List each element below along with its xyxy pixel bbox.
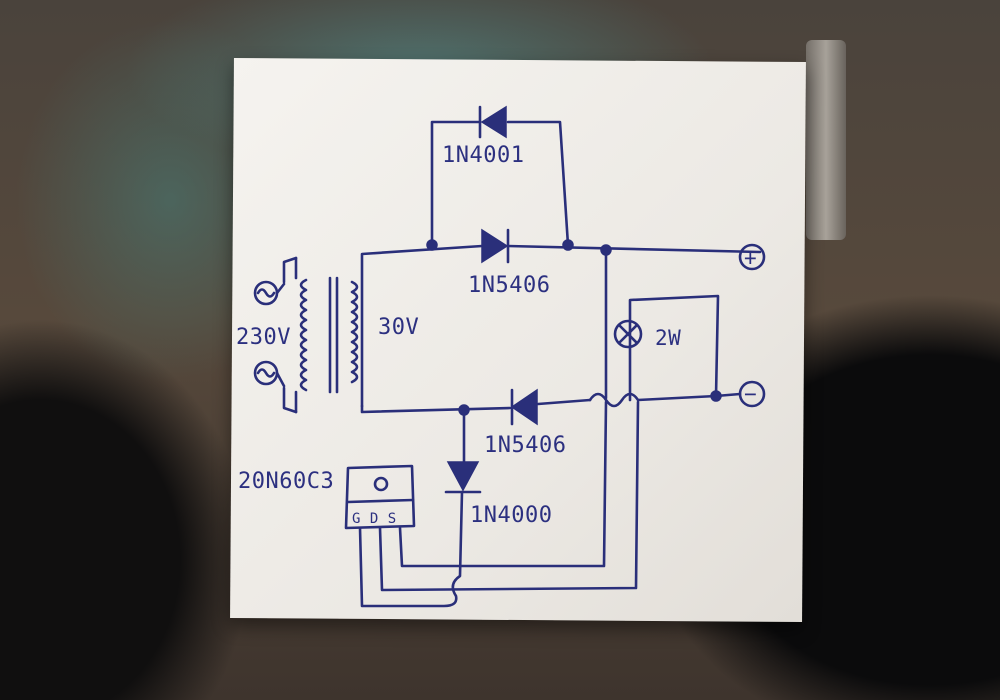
metal-stand: [806, 40, 846, 240]
diode-1n5406-top: [360, 228, 762, 408]
transistor-pins-label: G D S: [352, 511, 397, 527]
diode-1n4000-triangle: [446, 461, 480, 492]
wire-crossings: [588, 392, 718, 408]
secondary-coil: [350, 280, 359, 384]
diode-1n5406-low-label: 1N5406: [484, 433, 566, 458]
mains-voltage-label: 230V: [236, 325, 291, 350]
transistor-label: 20N60C3: [238, 469, 334, 494]
primary-coil: [299, 278, 308, 392]
diode-1n4000-label: 1N4000: [470, 503, 552, 528]
node: [426, 239, 438, 251]
diode-1n4000: [358, 408, 482, 608]
negative-terminal: −: [714, 380, 766, 408]
diode-1n4001-label: 1N4001: [442, 143, 524, 168]
negative-terminal-label: −: [744, 382, 757, 406]
diode-1n5406-low-triangle: [510, 388, 538, 426]
positive-terminal: +: [738, 243, 766, 271]
lamp-2w: 2W: [613, 294, 720, 402]
lamp-label: 2W: [655, 326, 681, 350]
diode-1n4001-triangle: [480, 105, 507, 139]
positive-terminal-label: +: [744, 246, 757, 270]
ac-source: [253, 280, 286, 388]
diode-1n5406-top-label: 1N5406: [468, 273, 550, 298]
transistor-20n60c3: G D S: [344, 464, 416, 530]
wire-negative-to-drain: [378, 400, 640, 592]
node: [562, 239, 574, 251]
mains-leads: [282, 256, 298, 414]
transformer: [282, 256, 359, 414]
diode-1n4001: [430, 105, 570, 247]
diode-1n5406-top-triangle: [481, 228, 509, 264]
secondary-voltage-label: 30V: [378, 315, 419, 340]
diode-1n5406-low: [360, 388, 592, 426]
wire-positive-to-source: [398, 248, 608, 568]
